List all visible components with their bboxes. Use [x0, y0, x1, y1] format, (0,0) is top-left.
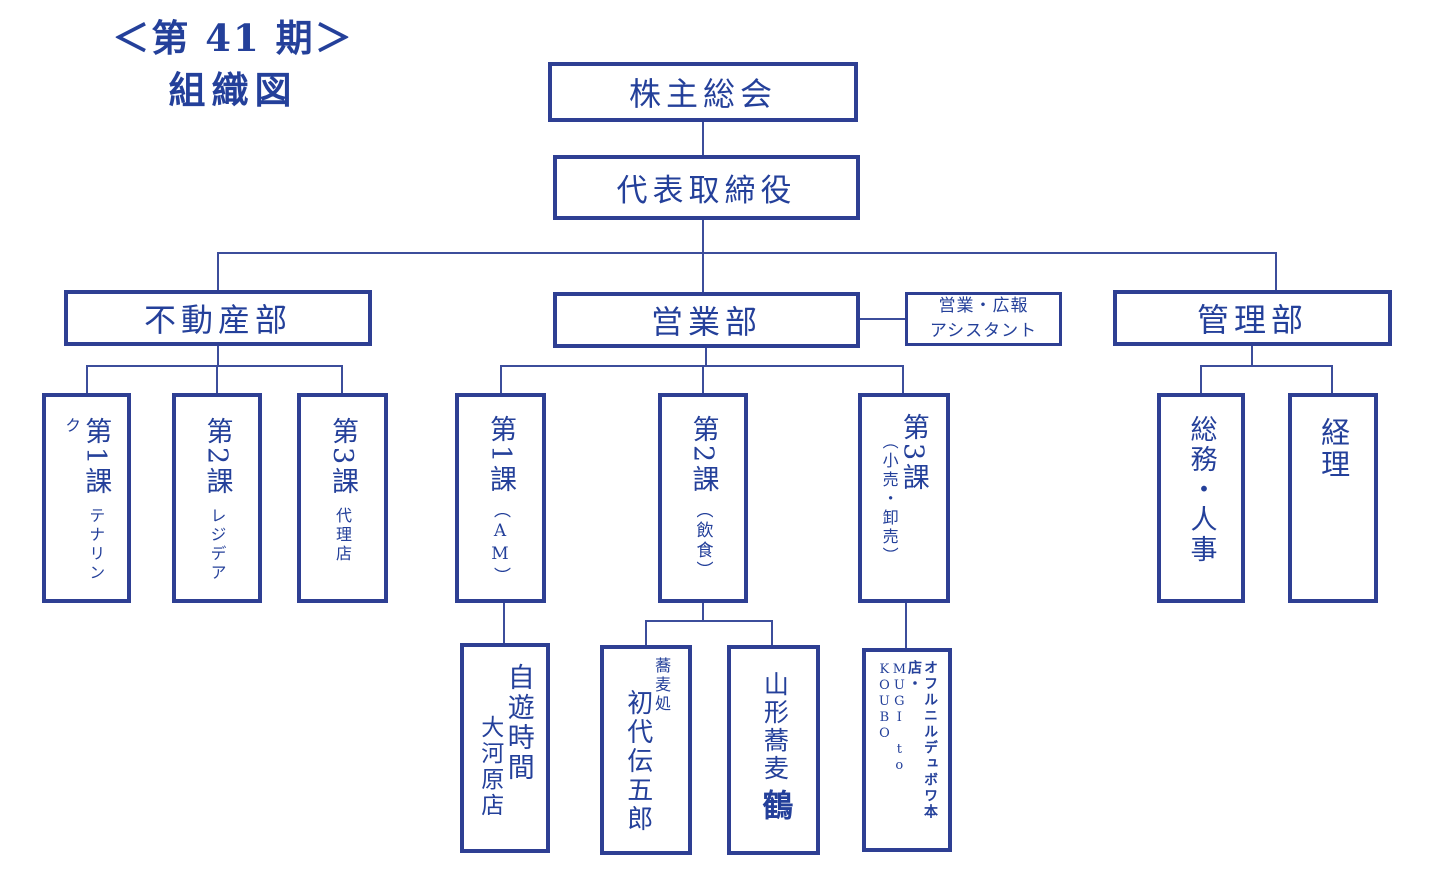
node-re-sec3: 第3課代理店	[297, 393, 388, 603]
connector	[216, 365, 218, 393]
connector	[86, 365, 88, 393]
admin-sec1-label: 総務・人事	[1185, 415, 1217, 565]
node-shareholders-label: 株主総会	[628, 75, 777, 113]
node-shop-tsuru: 山形蕎麦鶴	[727, 645, 820, 855]
connector	[1200, 365, 1333, 367]
connector	[217, 252, 1277, 254]
connector	[500, 365, 502, 393]
connector	[1200, 365, 1202, 393]
sales-sec2-main: 第2課	[687, 415, 719, 496]
node-dept-real-estate: 不動産部	[64, 290, 372, 346]
re-sec3-sub: 代理店	[333, 507, 353, 565]
node-shop-dengoro: 蕎麦処 初代伝五郎	[600, 645, 692, 855]
sales-sec1-paren-close: ）	[490, 567, 511, 588]
connector	[702, 220, 704, 292]
shop-tsuru-main: 山形蕎麦	[760, 671, 790, 783]
connector	[341, 365, 343, 393]
connector	[645, 620, 647, 645]
sales-assistant-line1: 営業・広報	[938, 296, 1029, 317]
shop-tsuru-accent: 鶴	[756, 789, 793, 823]
connector	[702, 365, 704, 393]
connector	[217, 346, 219, 367]
sales-assistant-label: 営業・広報 アシスタント	[930, 294, 1037, 343]
sales-assistant-line2: アシスタント	[929, 321, 1038, 341]
connector	[902, 365, 904, 393]
connector	[1331, 365, 1333, 393]
node-dept-admin: 管理部	[1113, 290, 1392, 346]
sales-sec1-paren-open: （	[490, 501, 511, 522]
sales-sec3-sub: （小売・卸売）	[879, 433, 899, 566]
connector	[702, 603, 704, 622]
sales-sec3-main: 第3課	[897, 413, 929, 494]
node-re-sec1: 第1課テナリンク	[42, 393, 131, 603]
connector	[771, 620, 773, 645]
node-sales-sec3: 第3課 （小売・卸売）	[858, 393, 950, 603]
shop-jiyujikan-main: 自遊時間	[502, 663, 534, 783]
connector	[702, 122, 704, 156]
connector	[1251, 346, 1253, 367]
node-director: 代表取締役	[553, 155, 860, 220]
chart-title-name: 組織図	[168, 68, 298, 113]
sales-sec1-latin: AM	[490, 521, 511, 568]
connector	[645, 620, 773, 622]
connector	[905, 603, 907, 648]
connector	[705, 348, 707, 367]
dept-real-estate-label: 不動産部	[143, 301, 292, 339]
re-sec1-sub: テナリンク	[62, 417, 106, 584]
re-sec2-sub: レジデア	[207, 507, 227, 584]
node-shareholders: 株主総会	[548, 62, 858, 122]
node-shop-jiyujikan: 自遊時間 大河原店	[460, 643, 550, 853]
node-shop-mugi-to-koubo: オフルニルデュボワ本店・ MUGI to KOUBO	[862, 648, 952, 852]
re-sec1-main: 第1課	[80, 417, 112, 498]
node-re-sec2: 第2課レジデア	[172, 393, 262, 603]
shop-jiyujikan-sub: 大河原店	[476, 715, 503, 819]
node-admin-sec2: 経理	[1288, 393, 1378, 603]
connector	[860, 318, 905, 320]
connector	[86, 365, 343, 367]
admin-sec2-label: 経理	[1316, 417, 1351, 481]
re-sec3-main: 第3課	[327, 417, 359, 498]
connector	[503, 603, 505, 643]
connector	[1275, 252, 1277, 290]
re-sec2-main: 第2課	[201, 417, 233, 498]
connector	[217, 252, 219, 290]
dept-sales-label: 営業部	[650, 303, 762, 341]
shop-dengoro-pre: 蕎麦処	[652, 657, 672, 714]
chart-title-term: ＜第 41 期＞	[112, 16, 354, 60]
shop-mugi-latin: MUGI to KOUBO	[876, 662, 907, 774]
sales-sec1-sub: （AM）	[490, 501, 510, 587]
node-dept-sales: 営業部	[553, 292, 860, 348]
sales-sec1-main: 第1課	[485, 415, 517, 496]
chart-title: ＜第 41 期＞ 組織図	[88, 16, 378, 113]
node-director-label: 代表取締役	[616, 173, 797, 209]
node-sales-sec2: 第2課 （飲食）	[658, 393, 748, 603]
node-sales-sec1: 第1課 （AM）	[455, 393, 546, 603]
node-admin-sec1: 総務・人事	[1157, 393, 1245, 603]
shop-dengoro-main: 初代伝五郎	[622, 689, 653, 834]
dept-admin-label: 管理部	[1196, 301, 1308, 339]
sales-sec2-sub: （飲食）	[692, 501, 713, 582]
shop-mugi-kana: オフルニルデュボワ本店・	[905, 660, 939, 820]
node-sales-assistant: 営業・広報 アシスタント	[905, 292, 1062, 346]
